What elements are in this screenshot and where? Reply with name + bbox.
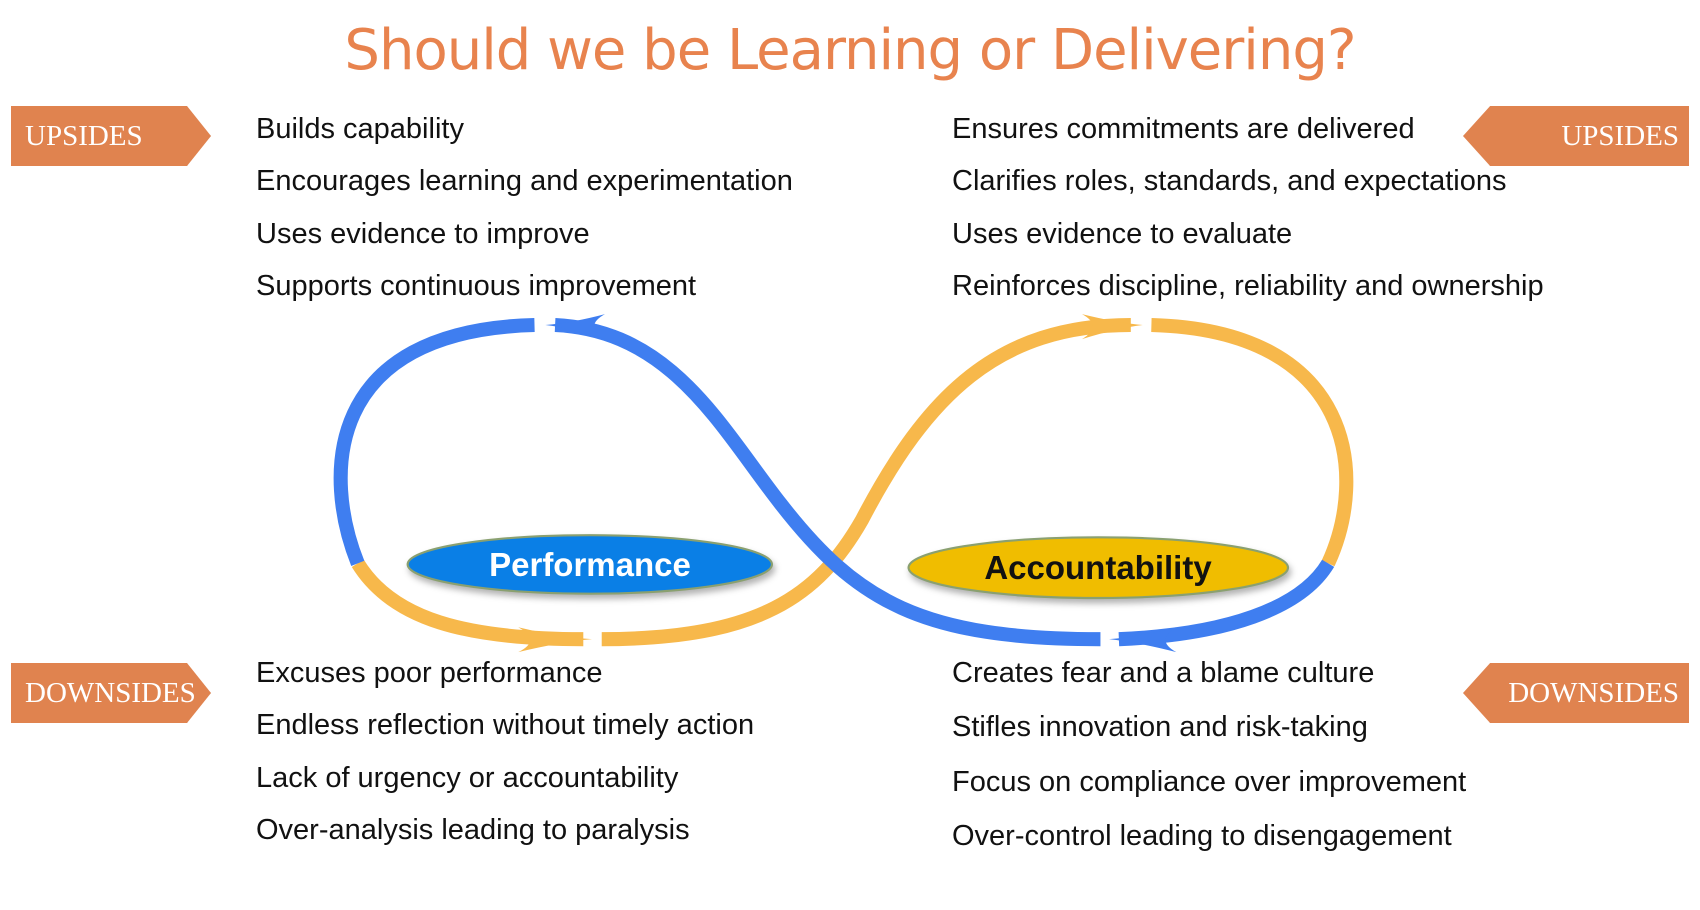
yellow-right-loop — [1151, 317, 1354, 567]
performance-label: Performance — [489, 546, 691, 583]
learning-upside-item: Builds capability — [256, 113, 464, 145]
yellow-cross-segment — [601, 317, 1131, 647]
accountability-oval — [907, 536, 1290, 600]
learning-downside-item: Lack of urgency or accountability — [256, 762, 679, 794]
arrowhead-blue-bottom-icon — [1109, 627, 1177, 653]
delivering-upside-item: Ensures commitments are delivered — [952, 113, 1415, 145]
performance-oval — [406, 534, 774, 595]
delivering-downside-item: Creates fear and a blame culture — [952, 657, 1375, 689]
delivering-upside-item: Clarifies roles, standards, and expectat… — [952, 165, 1507, 197]
accountability-label: Accountability — [984, 549, 1212, 586]
arrowhead-blue-top-icon — [545, 314, 605, 340]
learning-upside-item: Encourages learning and experimentation — [256, 165, 793, 197]
arrowhead-yellow-top-icon — [1082, 314, 1143, 340]
delivering-downside-item: Focus on compliance over improvement — [952, 766, 1467, 798]
learning-downside-item: Excuses poor performance — [256, 657, 603, 689]
delivering-downside-item: Stifles innovation and risk-taking — [952, 711, 1368, 743]
delivering-downside-item: Over-control leading to disengagement — [952, 820, 1452, 852]
delivering-upside-item: Reinforces discipline, reliability and o… — [952, 270, 1544, 302]
blue-cross-segment — [554, 317, 1101, 647]
learning-upside-item: Uses evidence to improve — [256, 218, 590, 250]
downsides-badge-left: DOWNSIDES — [11, 663, 211, 723]
learning-downside-item: Endless reflection without timely action — [256, 709, 755, 741]
downsides-badge-right: DOWNSIDES — [1463, 663, 1689, 723]
upsides-badge-right: UPSIDES — [1463, 106, 1689, 166]
upsides-badge-left: UPSIDES — [11, 106, 211, 166]
page-title: Should we be Learning or Delivering? — [344, 18, 1356, 83]
delivering-upside-item: Uses evidence to evaluate — [952, 218, 1293, 250]
blue-left-loop — [333, 317, 535, 566]
learning-upside-item: Supports continuous improvement — [256, 270, 697, 302]
learning-downside-item: Over-analysis leading to paralysis — [256, 814, 690, 846]
arrowhead-yellow-bottom-icon — [518, 627, 592, 653]
